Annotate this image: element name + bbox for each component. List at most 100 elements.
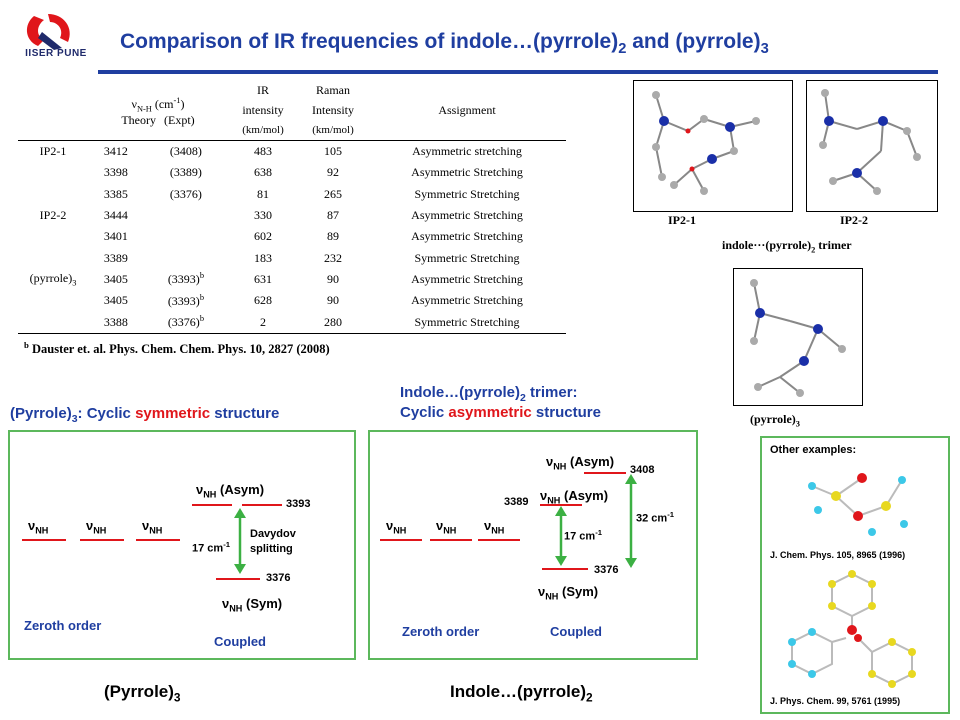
raman-intensity-value: 105 <box>324 144 342 159</box>
coupled-label: Coupled <box>550 624 602 639</box>
example-molecule-1 <box>808 473 908 536</box>
assignment-value: Asymmetric stretching <box>412 144 522 159</box>
zeroth-level-3 <box>478 539 520 541</box>
assignment-value: Asymmetric Stretching <box>411 271 523 286</box>
right-panel-caption: Indole…(pyrrole)2 <box>450 682 593 705</box>
ir-intensity-value: 628 <box>254 293 272 308</box>
right-panel-title-line1: Indole…(pyrrole)2 trimer: <box>400 384 578 404</box>
raman-intensity-value: 92 <box>327 165 339 180</box>
pyrrole3-caption: (pyrrole)3 <box>750 412 800 429</box>
sym-label: νNH (Sym) <box>538 584 599 602</box>
row-label <box>18 184 88 205</box>
theory-value: 3389 <box>103 250 128 265</box>
sym-level <box>542 568 588 570</box>
asym-level-2 <box>242 504 282 506</box>
assignment-value: Symmetric Stretching <box>414 250 520 265</box>
theory-value: 3405 <box>103 293 128 308</box>
small-splitting-value: 17 cm-1 <box>564 528 603 543</box>
ip2-1-structure <box>633 80 793 212</box>
assignment-value: Symmetric Stretching <box>414 314 520 329</box>
zeroth-level-1 <box>22 539 66 541</box>
assignment-header: Assignment <box>438 102 496 117</box>
nu-nh-label-3: νNH <box>142 518 163 536</box>
expt-header: (Expt) <box>164 113 195 128</box>
right-panel-title-line2: Cyclic asymmetric structure <box>400 404 601 421</box>
expt-value: (3393)b <box>167 271 204 287</box>
asym-label: νNH (Asym) <box>196 482 265 500</box>
theory-value: 3388 <box>103 314 128 329</box>
row-label: IP2-1 <box>39 144 67 159</box>
other-examples-title: Other examples: <box>770 444 857 456</box>
asym-level-1 <box>192 504 232 506</box>
pyrrole3-energy-diagram: νNH νNH νNH νNH (Asym) 3393 17 cm-1 Davy… <box>8 430 356 660</box>
nu-nh-label-1: νNH <box>28 518 49 536</box>
large-splitting-arrow <box>625 474 637 568</box>
raman-intensity-value: 265 <box>324 186 342 201</box>
nu-nh-header: νN-H (cm-1) Theory(Expt) <box>121 95 195 128</box>
nu-nh-label-1: νNH <box>386 518 407 536</box>
raman-intensity-value: 89 <box>327 229 339 244</box>
zeroth-order-label: Zeroth order <box>402 624 480 639</box>
nu-nh-label-2: νNH <box>86 518 107 536</box>
assignment-value: Asymmetric Stretching <box>411 165 523 180</box>
ir-intensity-value: 638 <box>254 165 272 180</box>
trimer-caption: indole···(pyrrole)2 trimer <box>722 238 852 255</box>
assignment-value: Asymmetric Stretching <box>411 229 523 244</box>
theory-value: 3412 <box>103 144 128 159</box>
expt-value: (3376)b <box>167 314 204 330</box>
splitting-arrow <box>234 508 246 574</box>
nu-nh-label-3: νNH <box>484 518 505 536</box>
row-label: (pyrrole)3 <box>29 271 77 288</box>
left-panel-title: (Pyrrole)3: Cyclic symmetric structure <box>10 405 280 425</box>
ip2-1-caption: IP2-1 <box>668 213 696 227</box>
row-label <box>18 162 88 183</box>
raman-intensity-value: 87 <box>327 208 339 223</box>
zeroth-order-label: Zeroth order <box>24 618 102 633</box>
expt-value <box>144 247 228 268</box>
asym-value: 3393 <box>286 498 311 510</box>
sym-value: 3376 <box>266 572 291 584</box>
zeroth-level-2 <box>430 539 472 541</box>
example-molecule-2 <box>788 570 916 688</box>
expt-value: (3376) <box>169 186 202 201</box>
mid-asym-label: νNH (Asym) <box>540 488 609 506</box>
sym-value: 3376 <box>594 564 619 576</box>
mid-asym-level <box>540 504 582 506</box>
ir-intensity-value: 602 <box>254 229 272 244</box>
indole-pyrrole2-energy-diagram: νNH νNH νNH νNH (Asym) 3408 3389 νNH (As… <box>368 430 698 660</box>
raman-intensity-value: 232 <box>324 250 342 265</box>
theory-value: 3385 <box>103 186 128 201</box>
raman-intensity-value: 90 <box>327 271 339 286</box>
davydov-label-2: splitting <box>250 543 293 555</box>
expt-value <box>144 226 228 247</box>
top-value: 3408 <box>630 464 655 476</box>
ir-intensity-value: 81 <box>257 186 269 201</box>
expt-value: (3389) <box>169 165 202 180</box>
expt-value <box>144 205 228 226</box>
expt-value: (3408) <box>169 144 202 159</box>
ip2-2-structure <box>806 80 938 212</box>
raman-intensity-value: 90 <box>327 293 339 308</box>
zeroth-level-1 <box>380 539 422 541</box>
row-label <box>18 311 88 333</box>
zeroth-level-2 <box>80 539 124 541</box>
assignment-value: Symmetric Stretching <box>414 186 520 201</box>
top-asym-level <box>584 472 626 474</box>
splitting-value: 17 cm-1 <box>192 540 231 555</box>
mid-value: 3389 <box>504 496 529 508</box>
theory-value: 3398 <box>103 165 128 180</box>
left-panel-caption: (Pyrrole)3 <box>104 682 181 705</box>
ir-intensity-value: 631 <box>254 271 272 286</box>
pyrrole3-structure <box>733 268 863 406</box>
table-footnote: b Dauster et. al. Phys. Chem. Chem. Phys… <box>24 340 330 357</box>
zeroth-level-3 <box>136 539 180 541</box>
raman-intensity-value: 280 <box>324 314 342 329</box>
